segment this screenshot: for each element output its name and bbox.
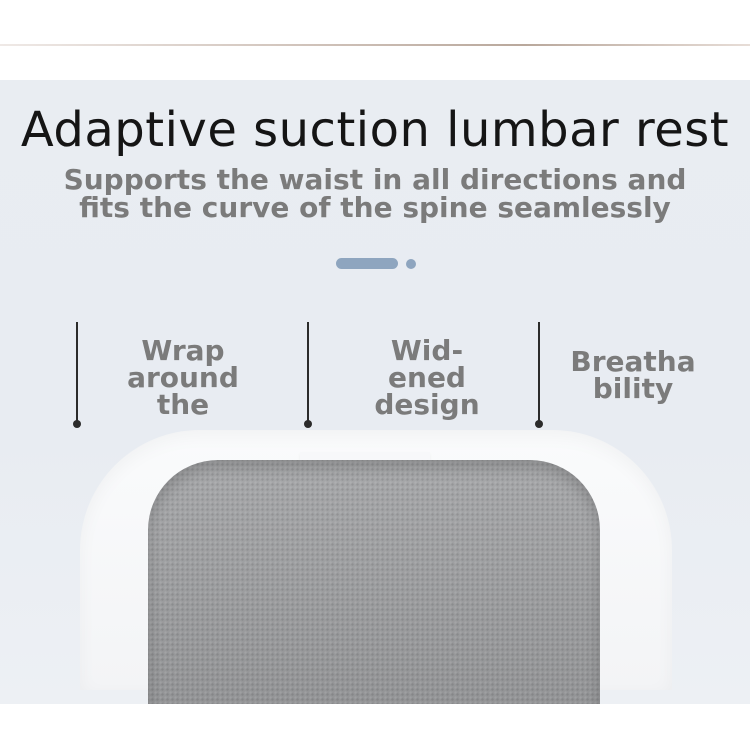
page-subtitle: Supports the waist in all directions and… — [63, 163, 687, 224]
page-title: Adaptive suction lumbar rest — [20, 102, 730, 158]
feature-dot-3 — [535, 420, 543, 428]
feature-line-3 — [538, 322, 540, 422]
bottom-strip — [0, 704, 750, 750]
feature-label-widened: Wid- ened design — [374, 334, 480, 421]
feature-dot-1 — [73, 420, 81, 428]
top-strip — [0, 0, 750, 80]
feature-label-wrap: Wrap around the — [127, 334, 239, 421]
pager-indicator-dot[interactable] — [406, 259, 416, 269]
carousel-pager — [0, 258, 750, 270]
chair-mesh-backrest — [148, 460, 600, 720]
feature-line-1 — [76, 322, 78, 422]
top-divider — [0, 44, 750, 46]
feature-line-2 — [307, 322, 309, 422]
feature-label-breathability: Breatha bility — [570, 345, 696, 405]
feature-dot-2 — [304, 420, 312, 428]
pager-indicator-active[interactable] — [336, 258, 398, 269]
